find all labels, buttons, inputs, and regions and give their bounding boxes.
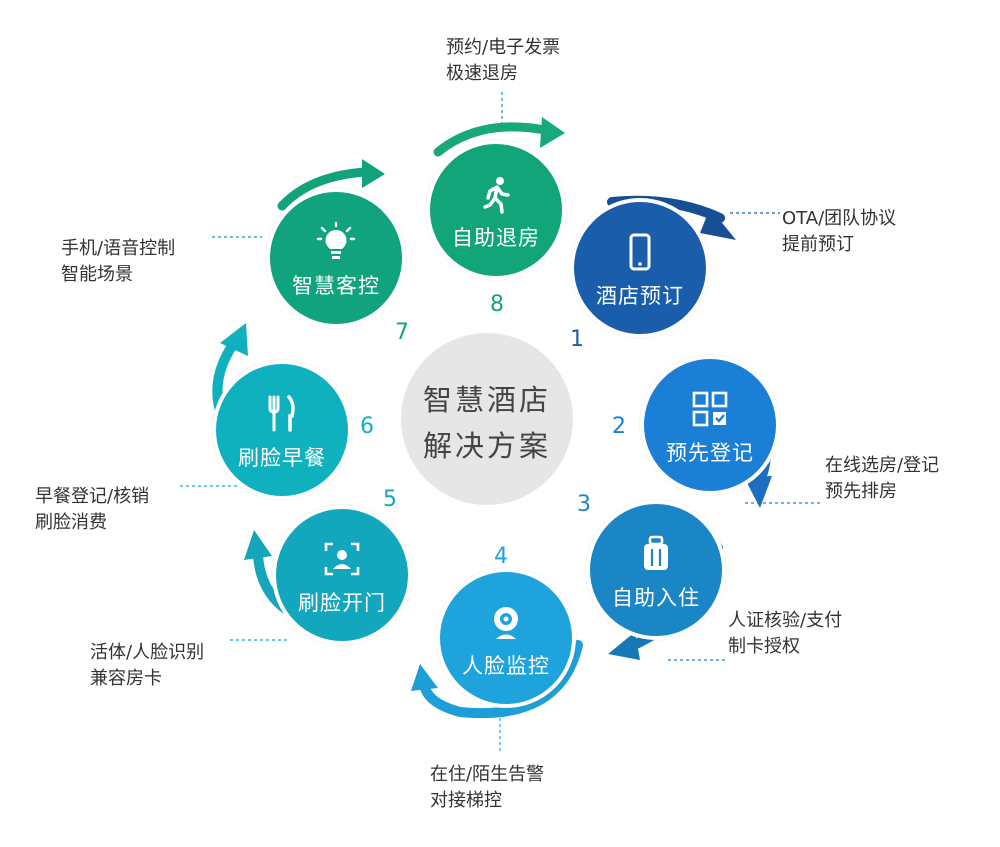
arrow-8	[433, 122, 550, 157]
center-hub: 智慧酒店 解决方案	[401, 333, 573, 505]
lightbulb-icon	[316, 222, 356, 259]
grid-check-icon	[692, 391, 728, 427]
step-note-face-door: 活体/人脸识别 兼容房卡	[90, 642, 205, 689]
step-node-preregister[interactable]: 预先登记	[640, 355, 780, 495]
step-label: 自助入住	[612, 586, 700, 610]
cutlery-icon	[268, 395, 295, 432]
step-number: 7	[395, 320, 409, 345]
center-title-line1: 智慧酒店	[422, 383, 551, 417]
step-node-face-door[interactable]: 刷脸开门	[272, 505, 412, 645]
arrow-4	[420, 640, 583, 719]
step-label: 智慧客控	[292, 274, 380, 298]
step-note-preregister: 在线选房/登记 预先排房	[825, 455, 940, 502]
step-label: 预先登记	[666, 441, 754, 465]
step-note-face-breakfast: 早餐登记/核销 刷脸消费	[35, 486, 150, 533]
luggage-icon	[644, 535, 668, 570]
step-note-booking: OTA/团队协议 提前预订	[782, 208, 897, 255]
face-scan-icon	[324, 542, 360, 576]
webcam-icon	[494, 607, 518, 639]
step-label: 人脸监控	[462, 654, 550, 678]
step-label: 刷脸开门	[298, 591, 386, 615]
step-number: 5	[383, 487, 397, 512]
step-number: 8	[490, 292, 504, 317]
step-node-face-monitor[interactable]: 人脸监控	[436, 568, 576, 708]
step-number: 4	[494, 544, 508, 569]
step-label: 自助退房	[452, 226, 540, 250]
step-note-checkout: 预约/电子发票 极速退房	[446, 37, 561, 84]
arrow-7	[277, 167, 370, 211]
step-node-booking[interactable]: 酒店预订	[570, 198, 710, 338]
walking-person-icon	[483, 177, 510, 214]
step-number: 6	[360, 414, 374, 439]
step-label: 刷脸早餐	[238, 446, 326, 470]
step-node-smart-control[interactable]: 智慧客控	[266, 188, 406, 328]
step-number: 2	[612, 414, 626, 439]
phone-icon	[629, 233, 651, 271]
step-label: 酒店预订	[596, 284, 684, 308]
center-title-line2: 解决方案	[422, 429, 551, 463]
step-number: 1	[570, 327, 584, 352]
step-number: 3	[577, 492, 591, 517]
step-note-face-monitor: 在住/陌生告警 对接梯控	[430, 764, 545, 811]
step-note-smart-control: 手机/语音控制 智能场景	[61, 238, 176, 285]
step-node-self-checkin[interactable]: 自助入住	[586, 500, 726, 640]
step-node-checkout[interactable]: 自助退房	[426, 140, 566, 280]
step-note-self-checkin: 人证核验/支付 制卡授权	[728, 610, 843, 657]
step-node-face-breakfast[interactable]: 刷脸早餐	[212, 360, 352, 500]
